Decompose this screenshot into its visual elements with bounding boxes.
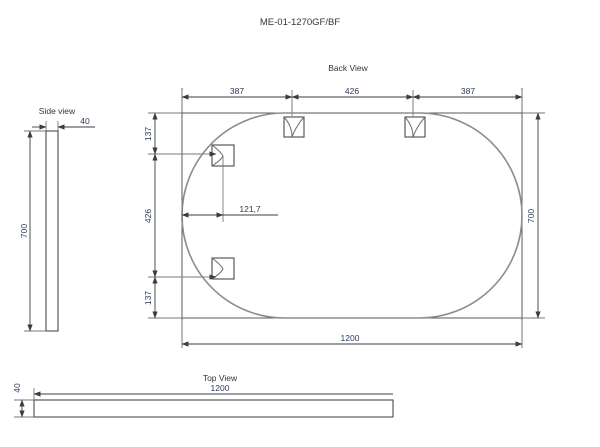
bracket-offset-value: 121,7: [239, 204, 261, 214]
mounting-bracket-top-right: [404, 99, 426, 138]
mounting-bracket-left-lower: [200, 257, 235, 280]
side-view-label: Side view: [39, 106, 76, 116]
back-view-label: Back View: [328, 63, 368, 73]
back-overall-height-value: 700: [526, 209, 536, 223]
left-seg2-value: 426: [143, 209, 153, 223]
top-seg1-value: 387: [230, 86, 244, 96]
top-view-body: [33, 399, 394, 418]
top-view-label: Top View: [203, 373, 238, 383]
side-view-body: [45, 130, 59, 332]
top-thickness-value: 40: [12, 383, 22, 393]
page-title: ME-01-1270GF/BF: [260, 17, 340, 28]
mirror-outline: [181, 112, 523, 319]
left-seg3-value: 137: [143, 291, 153, 305]
back-overall-width-value: 1200: [341, 333, 360, 343]
side-thickness-value: 40: [80, 116, 90, 126]
bracket-tr-hook-right: [412, 116, 426, 138]
top-seg3-value: 387: [461, 86, 475, 96]
mounting-bracket-top-left: [283, 99, 305, 138]
side-height-value: 700: [19, 224, 29, 238]
top-view-group: Top View 1200 40: [12, 373, 394, 418]
bracket-tl-hook-right: [291, 116, 305, 138]
bracket-tl-box: [283, 116, 305, 138]
left-seg1-value: 137: [143, 127, 153, 141]
bracket-tr-box: [404, 116, 426, 138]
top-length-value: 1200: [211, 383, 230, 393]
side-view-group: Side view 40 700: [19, 106, 95, 332]
back-view-group: Back View 387 426 387: [143, 63, 545, 348]
bracket-tr-hook-left: [404, 116, 414, 138]
bracket-tl-hook-left: [283, 116, 293, 138]
mounting-bracket-left-upper: [200, 144, 235, 167]
top-seg2-value: 426: [345, 86, 359, 96]
bracket-ll-hook-top: [211, 257, 224, 270]
bracket-lu-hook-top: [211, 144, 224, 157]
